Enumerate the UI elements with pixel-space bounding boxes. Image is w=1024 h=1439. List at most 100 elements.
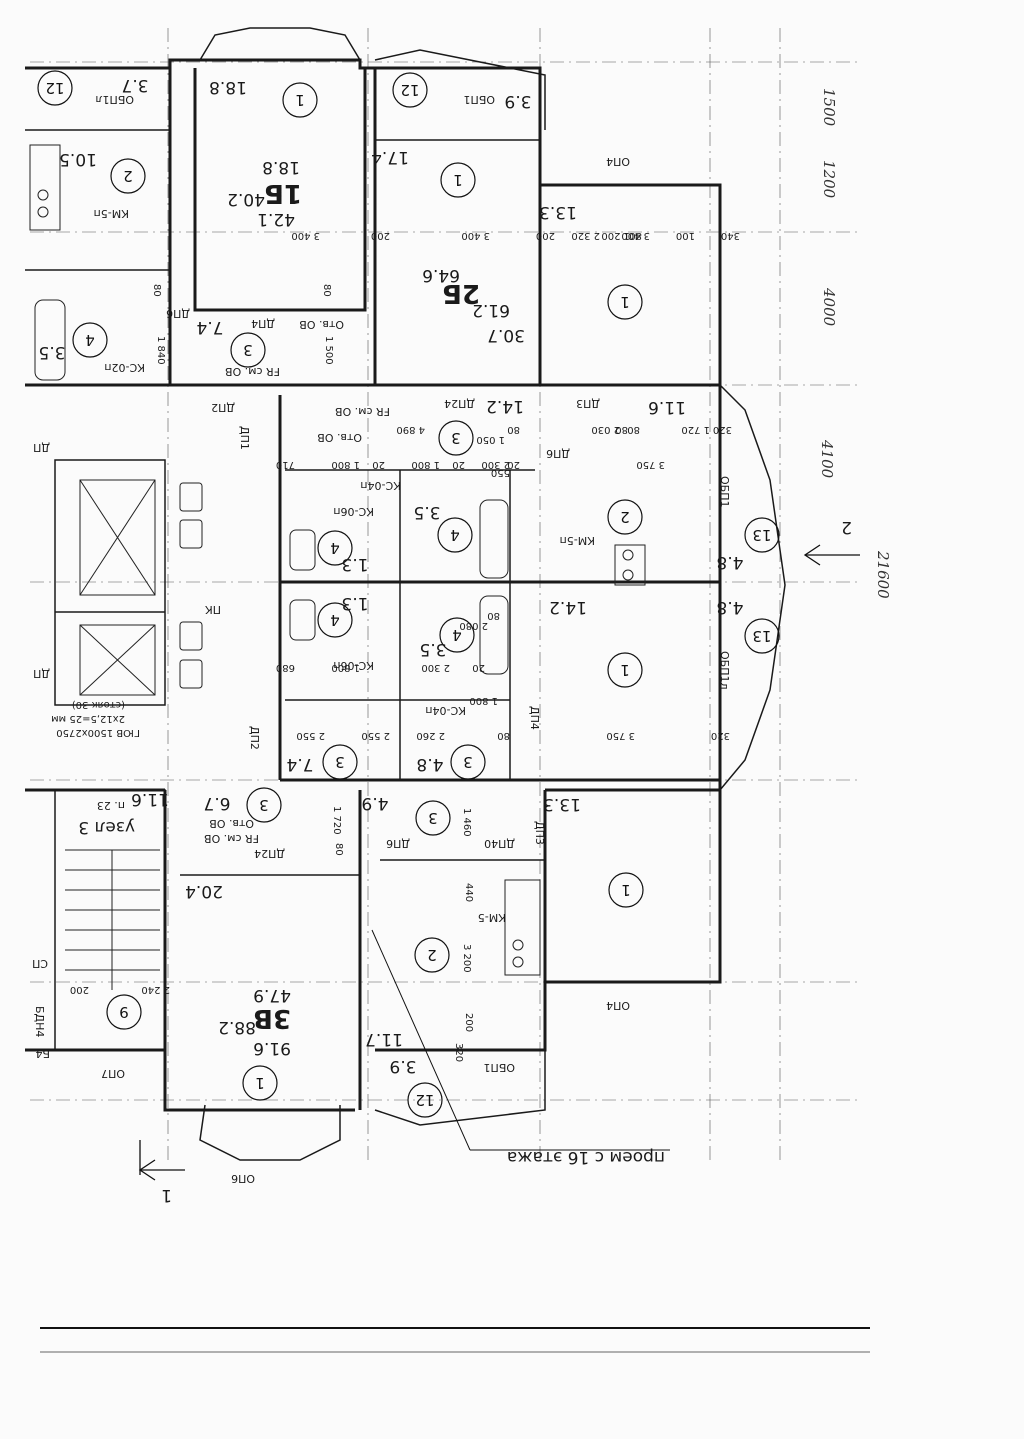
apartment-1b-living: 18.8 bbox=[262, 157, 300, 177]
label-b4: Б4 bbox=[35, 1047, 50, 1060]
room-area: 3.9 bbox=[504, 91, 531, 111]
dim: 440 bbox=[463, 883, 474, 902]
room-area: 14.2 bbox=[486, 396, 524, 416]
dim: 1 460 bbox=[461, 808, 472, 837]
room-numbers: 1 12 12 2 1 1 4 3 3 2 4 4 13 4 4 13 1 3 … bbox=[45, 79, 771, 1109]
dim: 3 400 bbox=[461, 230, 490, 241]
label-door: ДП3 bbox=[533, 821, 546, 845]
dim: 2 550 bbox=[296, 730, 325, 741]
label-bath: КС-04п bbox=[360, 479, 401, 492]
apartment-2b-living: 30.7 bbox=[487, 325, 525, 345]
dim: 340 bbox=[721, 230, 740, 241]
label-door: ДП4 bbox=[528, 706, 541, 730]
dim: 80 bbox=[615, 424, 628, 435]
room-no-1: 1 bbox=[255, 1074, 265, 1092]
room-area: 20.4 bbox=[185, 881, 223, 901]
dim: 1 840 bbox=[155, 336, 166, 365]
dim: 200 bbox=[371, 230, 390, 241]
handwritten-note: 4000 bbox=[820, 287, 838, 327]
label-door: ДП1 bbox=[238, 426, 251, 450]
label-door: ДП24 bbox=[444, 397, 475, 410]
handwritten-note: 1500 bbox=[820, 88, 838, 127]
apartment-3v-label: 3В 88.2 47.9 91.6 bbox=[218, 985, 291, 1058]
label-kitchen: КМ-5п bbox=[560, 534, 595, 547]
dim: 1 050 bbox=[476, 434, 505, 445]
label-door: ДП3 bbox=[576, 397, 600, 410]
dimension-strings: 2 320 1 200 80 3 400 200 3 400 200 3 400… bbox=[70, 230, 740, 1062]
room-area: 4.8 bbox=[716, 552, 743, 572]
room-no-3: 3 bbox=[259, 796, 269, 814]
apartment-3v-total2: 91.6 bbox=[253, 1038, 291, 1058]
dim: 1 800 bbox=[331, 662, 360, 673]
dim: 20 bbox=[472, 662, 485, 673]
room-no-2: 2 bbox=[427, 946, 437, 964]
label-ks02p: КС-02п bbox=[104, 361, 145, 374]
opening-note: проем с 16 этажа bbox=[371, 929, 670, 1167]
handwritten-note: 4100 bbox=[818, 439, 836, 479]
room-area: 3.7 bbox=[121, 75, 148, 95]
apartment-2b-code: 2Б bbox=[442, 278, 480, 308]
room-area: 11.6 bbox=[131, 789, 169, 809]
label-bath: КС-06п bbox=[333, 505, 374, 518]
label-vent: Отв. ОВ bbox=[317, 431, 362, 444]
dim: 1 800 bbox=[331, 459, 360, 470]
dim: 200 bbox=[536, 230, 555, 241]
dim: 80 bbox=[629, 230, 642, 241]
label-window: ОП6 bbox=[231, 1172, 255, 1185]
dim: 80 bbox=[333, 843, 344, 856]
apartment-1b-code: 1Б bbox=[264, 178, 302, 208]
label-vent: Отв. ОВ bbox=[299, 318, 344, 331]
dim: 80 bbox=[627, 424, 640, 435]
room-area: 13.3 bbox=[539, 202, 577, 222]
label-p23: п. 23 bbox=[97, 799, 125, 812]
dim: 2 550 bbox=[361, 730, 390, 741]
room-area: 4.8 bbox=[416, 754, 443, 774]
dim: 320 bbox=[453, 1043, 464, 1062]
apartment-2b-total2: 64.6 bbox=[422, 265, 460, 285]
label-obp1: ОБП1 bbox=[464, 93, 495, 106]
dim: 710 bbox=[276, 459, 295, 470]
label-door: ДП24 bbox=[254, 847, 285, 860]
room-no-12: 12 bbox=[415, 1091, 434, 1109]
dim: 1 720 bbox=[681, 424, 710, 435]
label-km5p: КМ-5п bbox=[94, 207, 129, 220]
dim: 3 400 bbox=[621, 230, 650, 241]
label-bath: КС-04п bbox=[425, 704, 466, 717]
dim: 200 bbox=[463, 1013, 474, 1032]
dim: 3 750 bbox=[606, 730, 635, 741]
room-no-3: 3 bbox=[335, 753, 345, 771]
room-area: 3.9 bbox=[389, 1056, 416, 1076]
handwritten-note: 1200 bbox=[820, 160, 838, 199]
dim: 1 200 bbox=[601, 230, 630, 241]
room-no-4: 4 bbox=[450, 526, 460, 544]
label-door: ДП2 bbox=[211, 401, 235, 414]
label-balcony: ОБП1л bbox=[718, 651, 731, 690]
room-area: 3.5 bbox=[413, 502, 440, 522]
dim: 80 bbox=[151, 284, 162, 297]
room-no-3: 3 bbox=[451, 429, 461, 447]
apartment-2b-total: 61.2 bbox=[472, 300, 510, 320]
dim: 1 720 bbox=[331, 806, 342, 835]
label-door: ДП bbox=[33, 667, 50, 680]
dim: 2 320 bbox=[571, 230, 600, 241]
room-no-13: 13 bbox=[752, 627, 771, 645]
dim: 80 bbox=[497, 730, 510, 741]
label-window: ОП7 bbox=[101, 1067, 125, 1080]
label-node: узел 3 bbox=[78, 817, 135, 837]
room-no-1: 1 bbox=[453, 171, 463, 189]
dim: 100 bbox=[676, 230, 695, 241]
label-vent: Отв. ОВ bbox=[209, 817, 254, 830]
dim: 1 500 bbox=[323, 336, 334, 365]
dim: 3 200 bbox=[461, 944, 472, 973]
room-no-12: 12 bbox=[400, 81, 419, 99]
apartment-1b-total2: 42.1 bbox=[257, 209, 295, 229]
label-bath: КС-06п bbox=[333, 659, 374, 672]
dim: 2 300 bbox=[481, 459, 510, 470]
dim: 20 bbox=[452, 459, 465, 470]
room-areas: 18.8 3.7 3.9 10.5 17.4 13.3 3.5 7.4 14.2… bbox=[38, 75, 743, 1076]
label-guov: ГЮВ 1500х2750 bbox=[56, 727, 140, 738]
room-no-4: 4 bbox=[85, 331, 95, 349]
apartment-2b-label: 2Б 61.2 30.7 64.6 bbox=[422, 265, 525, 345]
